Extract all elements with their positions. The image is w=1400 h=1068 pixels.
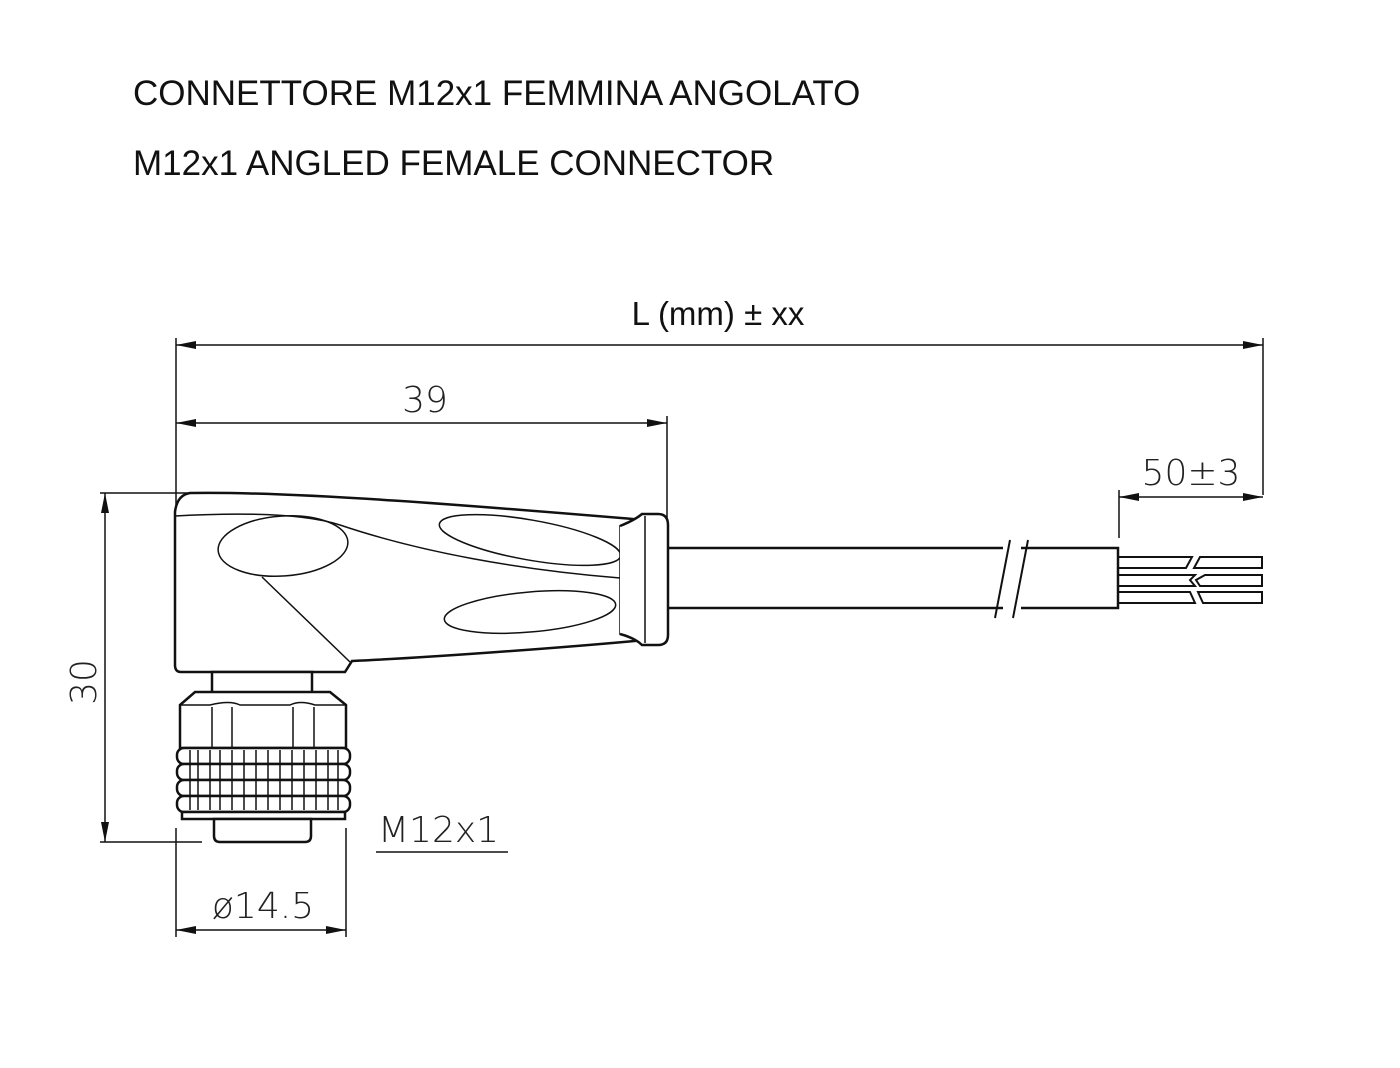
cable bbox=[658, 539, 1263, 619]
coupling-nut bbox=[175, 670, 352, 844]
title-italian: CONNETTORE M12x1 FEMMINA ANGOLATO bbox=[133, 74, 860, 113]
dimension-total-length: L (mm) ± xx bbox=[175, 295, 1264, 505]
dimension-diameter: ø14.5 bbox=[175, 828, 347, 937]
dimension-body-length: 39 bbox=[176, 380, 668, 522]
body-length-label: 39 bbox=[402, 380, 448, 421]
total-length-label: L (mm) ± xx bbox=[632, 295, 805, 332]
knurled-ring bbox=[175, 746, 352, 814]
height-label: 30 bbox=[64, 659, 105, 705]
dimension-height: 30 bbox=[64, 492, 202, 843]
dimension-strip-length: 50±3 bbox=[1118, 453, 1263, 538]
title-english: M12x1 ANGLED FEMALE CONNECTOR bbox=[133, 144, 774, 183]
diameter-label: ø14.5 bbox=[212, 886, 314, 927]
wires bbox=[1118, 556, 1263, 604]
thread-label: M12x1 bbox=[378, 810, 499, 851]
strip-length-label: 50±3 bbox=[1142, 453, 1241, 494]
thread-callout: M12x1 bbox=[376, 810, 508, 853]
connector-body bbox=[173, 491, 670, 674]
